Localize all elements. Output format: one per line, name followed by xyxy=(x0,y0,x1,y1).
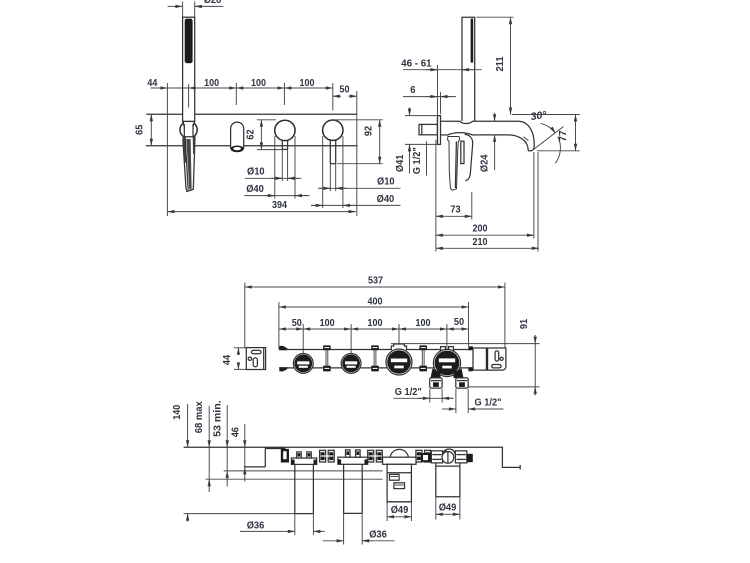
svg-text:G 1/2": G 1/2" xyxy=(395,386,422,398)
svg-text:62: 62 xyxy=(246,129,257,140)
svg-text:Ø40: Ø40 xyxy=(246,183,264,195)
svg-text:44: 44 xyxy=(147,77,157,89)
svg-text:Ø10: Ø10 xyxy=(377,176,395,188)
svg-text:Ø10: Ø10 xyxy=(247,166,265,178)
svg-text:400: 400 xyxy=(368,295,383,307)
svg-text:44: 44 xyxy=(222,354,233,365)
svg-text:46: 46 xyxy=(231,427,242,438)
svg-text:G 1/2": G 1/2" xyxy=(475,397,502,409)
svg-text:Ø24: Ø24 xyxy=(480,154,491,172)
svg-text:100: 100 xyxy=(416,317,431,329)
svg-text:100: 100 xyxy=(300,77,315,89)
svg-text:50: 50 xyxy=(292,317,302,329)
svg-text:91: 91 xyxy=(519,318,530,329)
svg-text:100: 100 xyxy=(320,317,335,329)
svg-text:50: 50 xyxy=(339,84,349,96)
svg-text:100: 100 xyxy=(368,317,383,329)
svg-text:Ø41: Ø41 xyxy=(395,154,406,172)
svg-text:140: 140 xyxy=(172,404,183,419)
svg-text:G 1/2": G 1/2" xyxy=(412,147,423,174)
svg-text:100: 100 xyxy=(204,77,219,89)
svg-text:46 - 61: 46 - 61 xyxy=(401,58,432,70)
svg-text:77: 77 xyxy=(558,130,569,142)
svg-text:211: 211 xyxy=(495,56,506,71)
svg-text:100: 100 xyxy=(251,77,266,89)
svg-text:210: 210 xyxy=(473,236,488,248)
svg-text:Ø36: Ø36 xyxy=(369,528,387,540)
svg-text:Ø49: Ø49 xyxy=(391,504,409,516)
svg-text:537: 537 xyxy=(368,275,383,287)
svg-text:73: 73 xyxy=(450,203,460,215)
svg-text:6: 6 xyxy=(410,84,415,96)
svg-text:200: 200 xyxy=(473,223,488,235)
svg-text:Ø40: Ø40 xyxy=(377,193,395,205)
svg-text:Ø36: Ø36 xyxy=(247,520,265,532)
svg-text:92: 92 xyxy=(364,125,375,136)
svg-text:Ø28: Ø28 xyxy=(204,0,222,6)
svg-text:394: 394 xyxy=(272,199,287,211)
svg-text:65: 65 xyxy=(135,124,146,135)
svg-text:Ø49: Ø49 xyxy=(439,502,457,514)
svg-text:53 min.: 53 min. xyxy=(212,400,223,437)
svg-text:68 max: 68 max xyxy=(194,401,205,433)
svg-text:30°: 30° xyxy=(530,109,548,123)
svg-text:50: 50 xyxy=(454,316,464,328)
